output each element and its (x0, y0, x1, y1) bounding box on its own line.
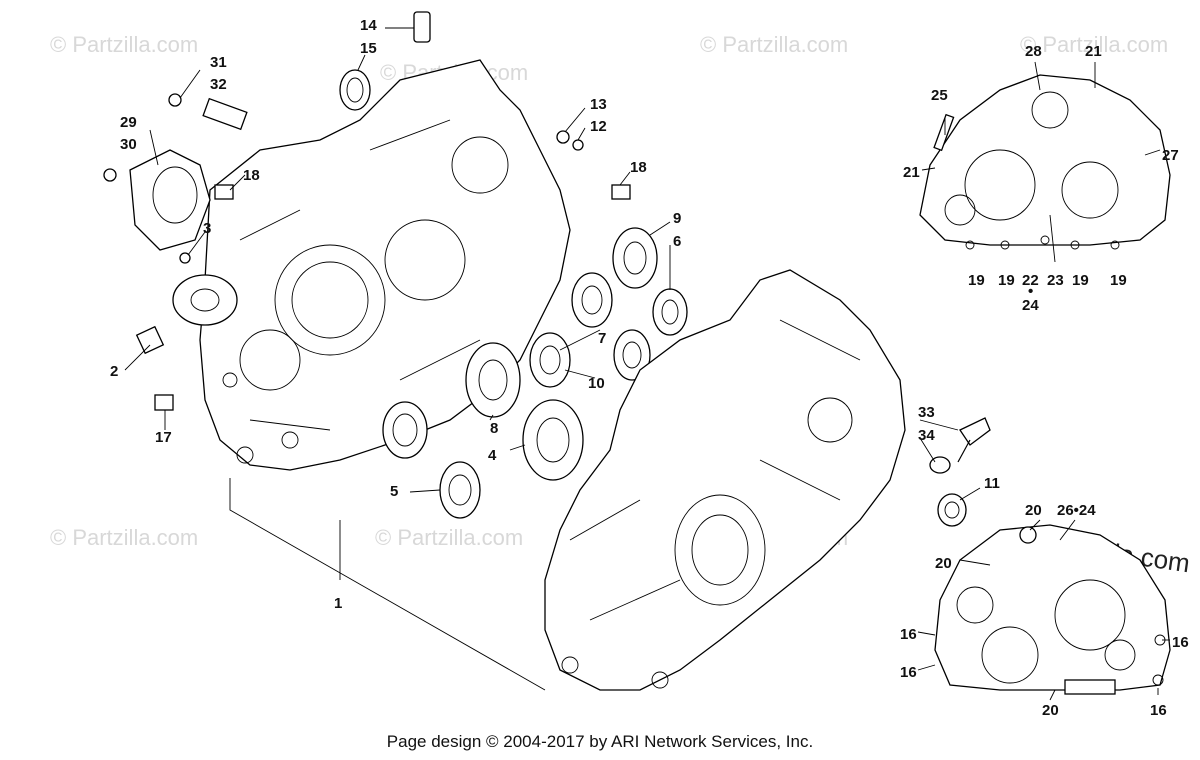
callout-20: 20 (1042, 702, 1059, 719)
callout-9: 9 (673, 210, 681, 227)
callout-28: 28 (1025, 43, 1042, 60)
callout-18: 18 (243, 167, 260, 184)
callout-16: 16 (1150, 702, 1167, 719)
callout-16: 16 (1172, 634, 1189, 651)
callout-27: 27 (1162, 147, 1179, 164)
callout-7: 7 (598, 330, 606, 347)
callout-30: 30 (120, 136, 137, 153)
callout-labels: 1 2 3 4 5 6 7 8 9 10 11 12 13 14 15 16 1… (110, 17, 1189, 719)
right-small-parts (929, 417, 991, 527)
callout-31: 31 (210, 54, 227, 71)
callout-8: 8 (490, 420, 498, 437)
callout-16: 16 (900, 626, 917, 643)
callout-10: 10 (588, 375, 605, 392)
left-crankcase-half (199, 59, 571, 471)
watermark-text: © Partzilla.com (375, 525, 523, 550)
callout-24: 24 (1022, 297, 1039, 314)
callout-25: 25 (931, 87, 948, 104)
callout-32: 32 (210, 76, 227, 93)
callout-2: 2 (110, 363, 118, 380)
callout-11: 11 (984, 475, 1000, 492)
callout-5: 5 (390, 483, 398, 500)
callout-16: 16 (900, 664, 917, 681)
callout-34: 34 (918, 427, 935, 444)
callout-17: 17 (155, 429, 172, 446)
inset-bottom-right (934, 524, 1171, 695)
footer-copyright: Page design © 2004-2017 by ARI Network S… (386, 732, 814, 751)
leader-lines (124, 27, 1170, 701)
callout-3: 3 (203, 220, 211, 237)
callout-19: 19 (1110, 272, 1127, 289)
callout-26-24: 26•24 (1057, 502, 1096, 519)
inset-top-right (919, 74, 1171, 250)
callout-4: 4 (488, 447, 497, 464)
callout-22: 22 (1022, 272, 1039, 289)
watermark-text: © Partzilla.com (50, 525, 198, 550)
callout-21: 21 (1085, 43, 1102, 60)
right-crankcase-half (544, 269, 906, 691)
callout-18: 18 (630, 159, 647, 176)
callout-20: 20 (935, 555, 952, 572)
callout-23: 23 (1047, 272, 1064, 289)
bearings (382, 227, 688, 519)
callout-1: 1 (334, 595, 342, 612)
callout-21: 21 (903, 164, 920, 181)
callout-6: 6 (673, 233, 681, 250)
callout-19: 19 (968, 272, 985, 289)
callout-15: 15 (360, 40, 377, 57)
watermark-text: © Partzilla.com (1020, 32, 1168, 57)
oil-pump-assembly (103, 93, 248, 411)
callout-19: 19 (998, 272, 1015, 289)
callout-20: 20 (1025, 502, 1042, 519)
callout-13: 13 (590, 96, 607, 113)
callout-bullet: • (1028, 283, 1033, 300)
callout-12: 12 (590, 118, 607, 135)
watermark-text: © Partzilla.com (700, 32, 848, 57)
callout-29: 29 (120, 114, 137, 131)
callout-14: 14 (360, 17, 377, 34)
watermark-text: © Partzilla.com (50, 32, 198, 57)
top-pins-seals (339, 11, 631, 200)
callout-19: 19 (1072, 272, 1089, 289)
callout-33: 33 (918, 404, 935, 421)
